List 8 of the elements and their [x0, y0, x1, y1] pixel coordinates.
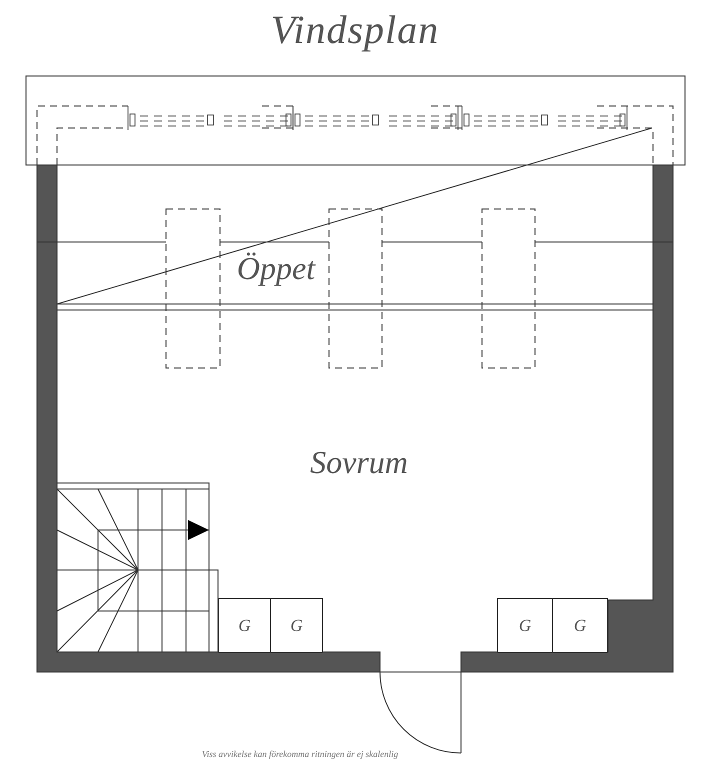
- disclaimer-note: Viss avvikelse kan förekomma ritningen är ej skalenlig: [200, 749, 400, 759]
- wardrobe-unit: G: [218, 598, 271, 653]
- wardrobe-unit: G: [552, 598, 608, 653]
- plan-title: Vindsplan: [270, 6, 440, 53]
- room-name: Öppet: [236, 250, 316, 287]
- room-name: Sovrum: [310, 444, 408, 481]
- wardrobe-unit: G: [497, 598, 553, 653]
- wardrobe-unit: G: [270, 598, 323, 653]
